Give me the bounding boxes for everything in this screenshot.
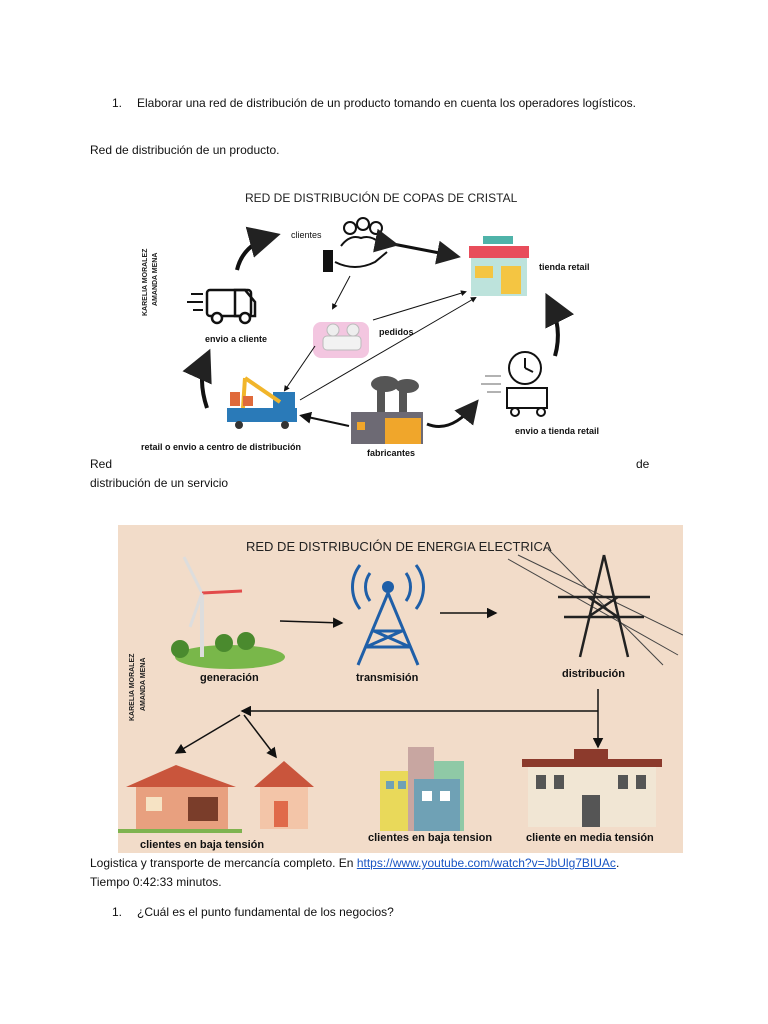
logistics-time: Tiempo 0:42:33 minutos. [90, 875, 222, 889]
logistics-prefix: Logistica y transporte de mercancía comp… [90, 856, 357, 870]
product-distribution-figure: RED DE DISTRIBUCIÓN DE COPAS DE CRISTAL … [135, 180, 625, 462]
label-distribucion: distribución [562, 668, 625, 680]
label-baja-1: clientes en baja tensión [140, 839, 264, 851]
clock-truck-icon [481, 351, 548, 417]
list-number-1: 1. [112, 96, 123, 110]
delivery-truck-icon [187, 288, 257, 325]
label-media: cliente en media tensión [526, 832, 654, 844]
section-product-title: Red de distribución de un producto. [90, 143, 280, 157]
power-pylon-icon [507, 548, 684, 666]
crane-truck-icon [227, 376, 297, 429]
section-service-line2: distribución de un servicio [90, 476, 229, 490]
label-transmision: transmisión [356, 672, 419, 684]
label-retail-centro: retail o envio a centro de distribución [141, 442, 301, 452]
task-text-1: Elaborar una red de distribución de un p… [137, 96, 636, 110]
author-1: KARELIA MORALEZ [129, 653, 136, 721]
author-2: AMANDA MENA [140, 658, 147, 711]
section-service-word-right: de [636, 457, 650, 471]
logistics-suffix: . [615, 856, 620, 870]
label-tienda: tienda retail [539, 262, 590, 272]
commercial-building-icon [522, 749, 662, 827]
house-icon [118, 761, 314, 833]
wind-turbine-icon [171, 556, 285, 669]
list-number-2: 1. [112, 905, 123, 919]
author-1: KARELIA MORALEZ [142, 248, 149, 316]
label-clientes: clientes [291, 230, 322, 240]
figure-title: RED DE DISTRIBUCIÓN DE ENERGIA ELECTRICA [246, 539, 552, 554]
author-2: AMANDA MENA [152, 253, 159, 306]
label-pedidos: pedidos [379, 327, 414, 337]
label-envio-tienda: envio a tienda retail [515, 426, 599, 436]
apartments-icon [380, 747, 464, 831]
energy-distribution-figure: RED DE DISTRIBUCIÓN DE ENERGIA ELECTRICA… [118, 525, 684, 853]
youtube-link[interactable]: https://www.youtube.com/watch?v=JbUlg7BI… [356, 856, 616, 870]
handshake-icon [313, 322, 369, 358]
label-fabricantes: fabricantes [367, 448, 415, 458]
retail-store-icon [469, 236, 529, 296]
label-envio-cliente: envio a cliente [205, 334, 267, 344]
logistics-line: Logistica y transporte de mercancía comp… [90, 855, 619, 871]
label-generacion: generación [200, 672, 259, 684]
transmission-tower-icon [350, 564, 426, 666]
figure-title: RED DE DISTRIBUCIÓN DE COPAS DE CRISTAL [245, 190, 518, 205]
label-baja-2: clientes en baja tension [368, 832, 492, 844]
factory-icon [351, 376, 423, 444]
question-text: ¿Cuál es el punto fundamental de los neg… [137, 905, 394, 919]
section-service-word-left: Red [90, 457, 113, 471]
